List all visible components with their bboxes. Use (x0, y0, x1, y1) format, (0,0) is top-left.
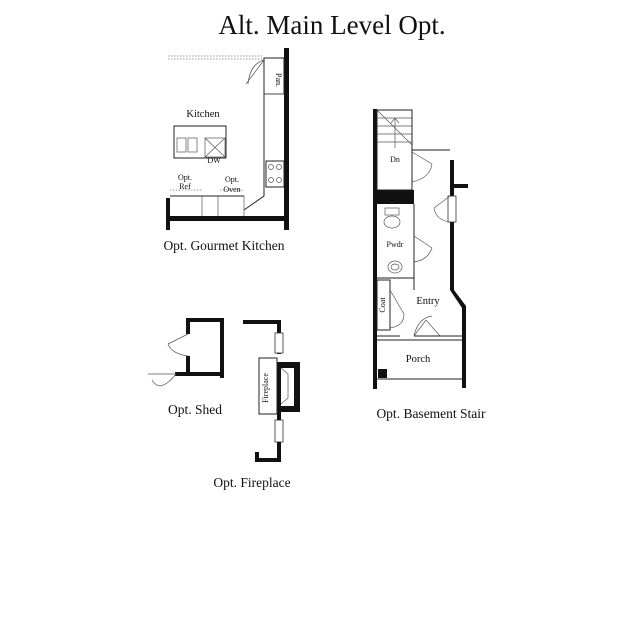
pantry-door-swing (245, 59, 265, 85)
fireplace-window-top (274, 332, 284, 354)
powder-label: Pwdr (387, 240, 404, 249)
stair-landing-wall (377, 190, 414, 204)
shed-caption: Opt. Shed (168, 402, 222, 417)
coat-door-swing (389, 289, 405, 329)
oven-label: Oven (223, 185, 240, 194)
shed-outer-door-swing (148, 373, 177, 387)
fireplace-top-wall (243, 320, 281, 324)
fireplace-hearth (258, 357, 278, 415)
fireplace-plan: Fireplace Opt. Fireplace (213, 320, 300, 490)
shed-door-swing (167, 333, 189, 357)
stair-left-wall (373, 109, 377, 389)
kitchen-label: Kitchen (186, 109, 220, 120)
coat-closet (376, 279, 391, 331)
gourmet-kitchen-caption: Opt. Gourmet Kitchen (163, 238, 284, 253)
stair-down-label: Dn (390, 155, 400, 164)
firebox (280, 367, 289, 405)
stair (376, 109, 413, 191)
shed-top-wall (186, 318, 224, 322)
stair-door-swing (411, 151, 433, 183)
fireplace-caption: Opt. Fireplace (213, 475, 290, 490)
pantry-label: Pan. (274, 73, 283, 87)
powder-sink (387, 260, 403, 274)
stair-window (447, 195, 457, 223)
sink-basin-right (187, 137, 198, 153)
gourmet-kitchen-plan: Pan. Kitchen DW Opt. Ref Opt. Oven Opt. … (163, 48, 289, 253)
cooktop (265, 160, 285, 188)
dishwasher-label: DW (207, 156, 221, 165)
page-title: Alt. Main Level Opt. (218, 10, 445, 40)
coat-label: Coat (378, 297, 387, 313)
kitchen-bottom-wall (166, 216, 289, 221)
kitchen-left-wall (166, 198, 170, 230)
shed-bottom-wall (175, 372, 224, 376)
dishwasher (204, 137, 226, 158)
porch-label: Porch (406, 354, 431, 365)
toilet (383, 215, 401, 229)
right-counter (243, 94, 265, 211)
kitchen-right-wall (284, 48, 289, 230)
porch-post (378, 369, 387, 378)
ref-label: Ref (179, 182, 191, 191)
basement-stair-caption: Opt. Basement Stair (376, 406, 486, 421)
shed-plan: Opt. Shed (148, 318, 224, 417)
ref-opt-label: Opt. (178, 173, 192, 182)
entry-angled-wall (450, 290, 466, 388)
entry-label: Entry (416, 296, 440, 307)
basement-stair-plan: Dn Pwdr Coat Entry (373, 109, 486, 421)
stair-right-wall (450, 160, 454, 290)
powder-door-swing (413, 235, 433, 263)
fireplace-chimney (277, 362, 300, 412)
sink-basin-left (176, 137, 187, 153)
fireplace-label: Fireplace (261, 373, 270, 403)
kitchen-island (173, 125, 227, 159)
entry-door-swing (413, 315, 441, 337)
shed-right-wall (220, 318, 224, 378)
oven-opt-label: Opt. (225, 175, 239, 184)
fireplace-window-bottom (274, 419, 284, 443)
